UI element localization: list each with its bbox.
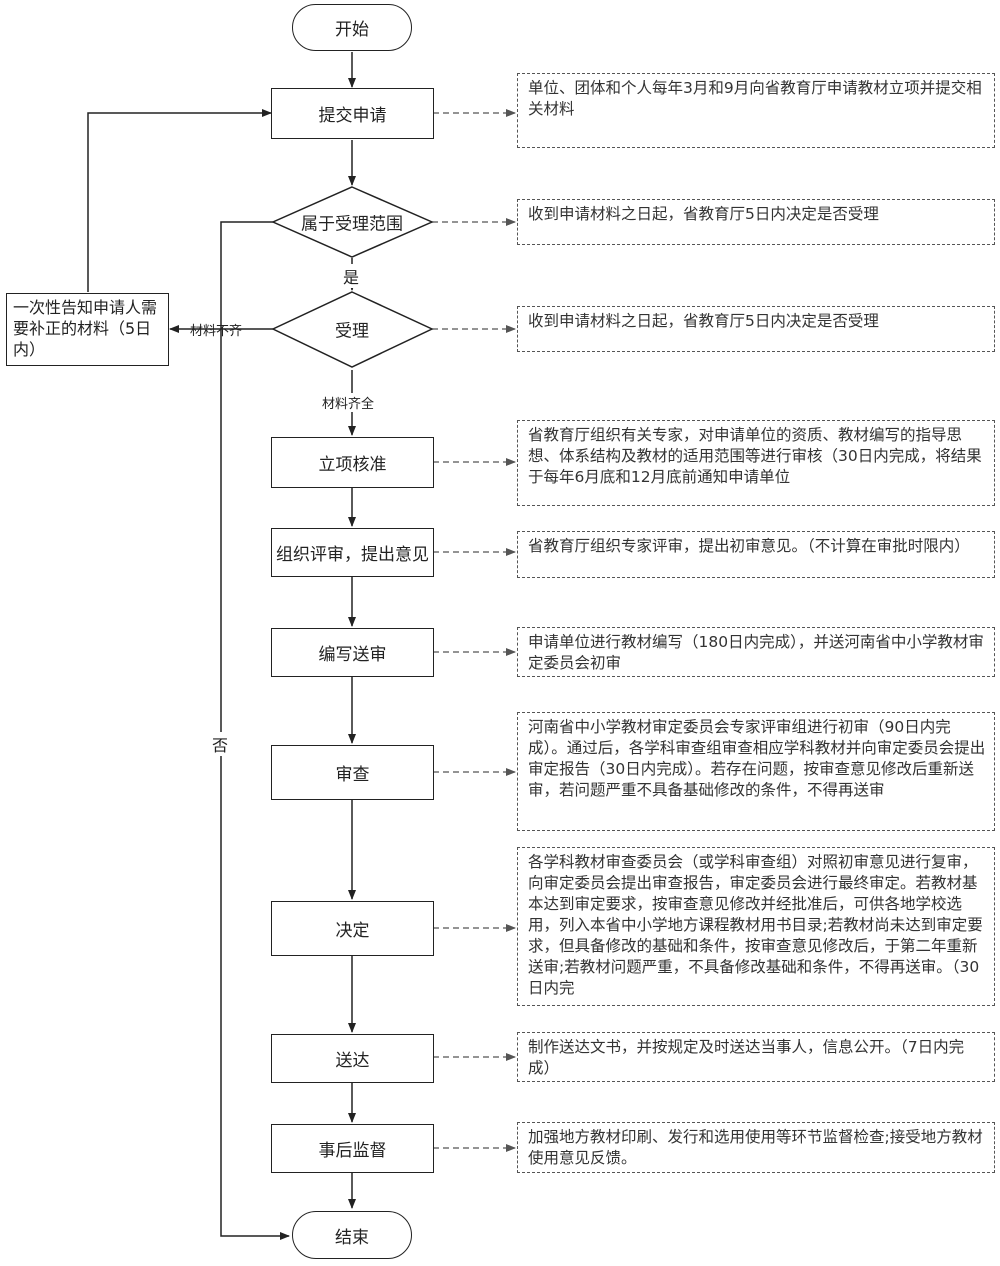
step-write-label: 编写送审 xyxy=(318,645,387,665)
note-review-text: 省教育厅组织专家评审，提出初审意见。（不计算在审批时限内） xyxy=(528,537,970,555)
note-deliver: 制作送达文书，并按规定及时送达当事人，信息公开。（7日内完成） xyxy=(517,1032,995,1082)
step-approve-label: 立项核准 xyxy=(318,455,387,475)
note-supervise: 加强地方教材印刷、发行和选用使用等环节监督检查;接受地方教材使用意见反馈。 xyxy=(517,1122,995,1173)
step-submit: 提交申请 xyxy=(271,88,434,139)
note-scope: 收到申请材料之日起，省教育厅5日内决定是否受理 xyxy=(517,199,995,245)
step-review: 组织评审，提出意见 xyxy=(271,528,434,577)
note-supervise-text: 加强地方教材印刷、发行和选用使用等环节监督检查;接受地方教材使用意见反馈。 xyxy=(528,1128,983,1167)
start-label: 开始 xyxy=(335,20,369,40)
side-box-text: 一次性告知申请人需要补正的材料（5日内） xyxy=(13,298,158,359)
step-deliver-label: 送达 xyxy=(335,1051,370,1071)
step-supervise: 事后监督 xyxy=(271,1124,434,1173)
note-approve: 省教育厅组织有关专家，对申请单位的资质、教材编写的指导思想、体系结构及教材的适用… xyxy=(517,420,995,506)
step-supervise-label: 事后监督 xyxy=(318,1141,387,1161)
label-no: 否 xyxy=(212,732,229,756)
side-box-supplement: 一次性告知申请人需要补正的材料（5日内） xyxy=(6,293,169,366)
note-approve-text: 省教育厅组织有关专家，对申请单位的资质、教材编写的指导思想、体系结构及教材的适用… xyxy=(528,426,982,486)
note-deliver-text: 制作送达文书，并按规定及时送达当事人，信息公开。（7日内完成） xyxy=(528,1038,965,1077)
arrow-resubmit xyxy=(87,109,272,292)
note-examine: 河南省中小学教材审定委员会专家评审组进行初审（90日内完成）。通过后，各学科审查… xyxy=(517,712,995,831)
step-accept-label: 受理 xyxy=(335,321,369,342)
note-write: 申请单位进行教材编写（180日内完成），并送河南省中小学教材审定委员会初审 xyxy=(517,627,995,677)
step-scope-label: 属于受理范围 xyxy=(301,214,403,235)
note-submit-text: 单位、团体和个人每年3月和9月向省教育厅申请教材立项并提交相关材料 xyxy=(528,79,982,118)
label-complete: 材料齐全 xyxy=(322,393,375,412)
label-yes: 是 xyxy=(343,264,360,288)
step-deliver: 送达 xyxy=(271,1034,434,1083)
step-decide: 决定 xyxy=(271,901,434,956)
arrow-no-branch xyxy=(220,221,290,1240)
step-examine-label: 审查 xyxy=(335,765,370,785)
label-incomplete: 材料不齐 xyxy=(190,324,243,339)
note-scope-text: 收到申请材料之日起，省教育厅5日内决定是否受理 xyxy=(528,205,879,223)
step-submit-label: 提交申请 xyxy=(318,106,387,126)
note-write-text: 申请单位进行教材编写（180日内完成），并送河南省中小学教材审定委员会初审 xyxy=(528,633,984,672)
step-write: 编写送审 xyxy=(271,628,434,677)
note-decide: 各学科教材审查委员会（或学科审查组）对照初审意见进行复审，向审定委员会提出审查报… xyxy=(517,847,995,1006)
end-terminal: 结束 xyxy=(292,1211,412,1259)
start-terminal: 开始 xyxy=(292,4,412,51)
note-accept: 收到申请材料之日起，省教育厅5日内决定是否受理 xyxy=(517,306,995,352)
note-review: 省教育厅组织专家评审，提出初审意见。（不计算在审批时限内） xyxy=(517,531,995,578)
end-label: 结束 xyxy=(335,1227,369,1248)
note-decide-text: 各学科教材审查委员会（或学科审查组）对照初审意见进行复审，向审定委员会提出审查报… xyxy=(528,853,983,997)
decision-accept-shape xyxy=(271,291,434,368)
note-accept-text: 收到申请材料之日起，省教育厅5日内决定是否受理 xyxy=(528,312,879,330)
note-submit: 单位、团体和个人每年3月和9月向省教育厅申请教材立项并提交相关材料 xyxy=(517,73,995,148)
note-examine-text: 河南省中小学教材审定委员会专家评审组进行初审（90日内完成）。通过后，各学科审查… xyxy=(528,718,986,799)
step-review-label: 组织评审，提出意见 xyxy=(276,545,429,565)
step-approve: 立项核准 xyxy=(271,437,434,488)
decision-scope-shape xyxy=(271,186,434,258)
step-decide-label: 决定 xyxy=(335,921,370,941)
step-examine: 审查 xyxy=(271,745,434,800)
